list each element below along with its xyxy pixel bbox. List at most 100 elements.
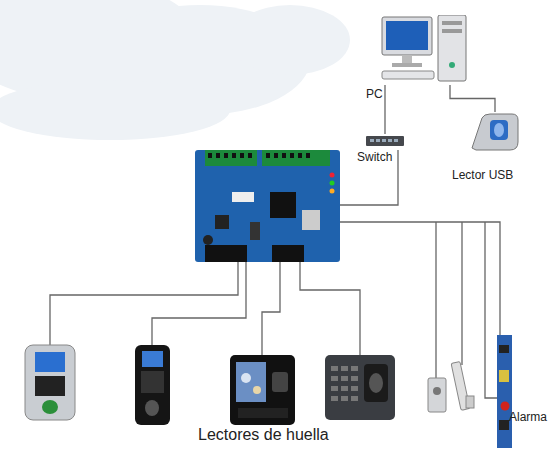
drawing-part	[331, 376, 338, 381]
controller-board	[195, 150, 340, 262]
drawing-part	[442, 29, 462, 33]
drawing-part	[386, 21, 428, 50]
drawing-part	[253, 386, 261, 394]
drawing-part	[152, 262, 246, 345]
drawing-part	[238, 408, 288, 418]
drawing-part	[270, 192, 296, 218]
drawing-part	[290, 153, 294, 158]
drawing-part	[466, 396, 474, 408]
drawing-part	[388, 139, 392, 142]
drawing-part	[341, 396, 348, 401]
drawing-part	[370, 139, 374, 142]
drawing-part	[433, 387, 441, 395]
drawing-part	[490, 120, 508, 140]
usb-reader-icon	[468, 112, 522, 152]
drawing-part	[341, 366, 348, 371]
drawing-part	[341, 376, 348, 381]
drawing-part	[341, 386, 348, 391]
drawing-part	[351, 386, 358, 391]
device-label: Lector USB	[452, 168, 513, 182]
drawing-part	[208, 153, 310, 158]
door-contact	[451, 361, 474, 410]
drawing-part	[330, 189, 335, 194]
drawing-part	[402, 55, 412, 63]
drawing-part	[145, 400, 159, 416]
fingerprint-reader	[325, 355, 395, 420]
drawing-part	[376, 139, 380, 142]
drawing-part	[135, 345, 170, 425]
drawing-part	[331, 366, 338, 371]
cloud-background	[0, 0, 350, 140]
drawing-part	[330, 173, 335, 178]
drawing-part	[205, 245, 247, 262]
drawing-part	[215, 215, 229, 229]
drawing-part	[366, 136, 404, 146]
drawing-part	[340, 222, 500, 335]
drawing-part	[351, 396, 358, 401]
device-label: Alarma	[509, 410, 547, 424]
drawing-part	[25, 345, 75, 420]
drawing-part	[394, 139, 398, 142]
drawing-part	[274, 153, 278, 158]
drawing-part	[369, 373, 383, 393]
device-label: PC	[366, 87, 383, 101]
fingerprint-reader	[230, 355, 295, 425]
drawing-part	[499, 345, 509, 353]
drawing-part	[392, 63, 422, 67]
drawing-part	[0, 80, 230, 140]
drawing-part	[331, 386, 338, 391]
drawing-part	[494, 123, 504, 137]
drawing-part	[230, 5, 350, 75]
drawing-part	[499, 420, 509, 430]
drawing-part	[272, 372, 288, 392]
drawing-part	[325, 355, 395, 420]
drawing-part	[449, 62, 455, 68]
drawing-part	[300, 262, 360, 355]
exit-button	[428, 378, 446, 412]
drawing-part	[266, 153, 270, 158]
drawing-part	[236, 362, 266, 402]
cable-line	[450, 85, 495, 112]
device-node: Switch	[366, 134, 404, 148]
device-node: Lector USB	[468, 112, 522, 152]
drawing-part	[42, 400, 58, 414]
drawing-part	[499, 370, 509, 382]
drawing-part	[262, 262, 280, 355]
drawing-part	[497, 335, 512, 448]
caption-label: Lectores de huella	[198, 426, 329, 444]
drawing-part	[330, 181, 335, 186]
drawing-part	[331, 366, 358, 401]
drawing-part	[302, 210, 320, 230]
drawing-part	[35, 352, 65, 372]
drawing-part	[232, 153, 236, 158]
drawing-part	[240, 153, 244, 158]
drawing-part	[485, 222, 497, 398]
cable-connector	[450, 85, 495, 112]
drawing-part	[272, 245, 304, 262]
drawing-part	[340, 150, 398, 205]
computer-icon	[380, 15, 470, 85]
drawing-part	[282, 153, 286, 158]
drawing-part	[442, 21, 462, 25]
cable-connector	[385, 85, 386, 134]
drawing-part	[205, 150, 257, 166]
device-node: PC	[380, 15, 470, 85]
drawing-part	[35, 376, 65, 396]
drawing-part	[351, 376, 358, 381]
drawing-part	[438, 15, 466, 81]
drawing-part	[262, 150, 318, 166]
drawing-part	[435, 222, 436, 378]
fingerprint-reader	[25, 345, 75, 420]
drawing-part	[306, 153, 310, 158]
drawing-part	[428, 378, 446, 412]
alarm-panel	[497, 335, 512, 448]
drawing-part	[351, 366, 358, 371]
drawing-part	[298, 153, 302, 158]
drawing-part	[208, 153, 212, 158]
fingerprint-reader	[135, 345, 170, 425]
drawing-part	[331, 396, 338, 401]
device-label: Switch	[357, 150, 392, 164]
drawing-part	[318, 150, 330, 166]
